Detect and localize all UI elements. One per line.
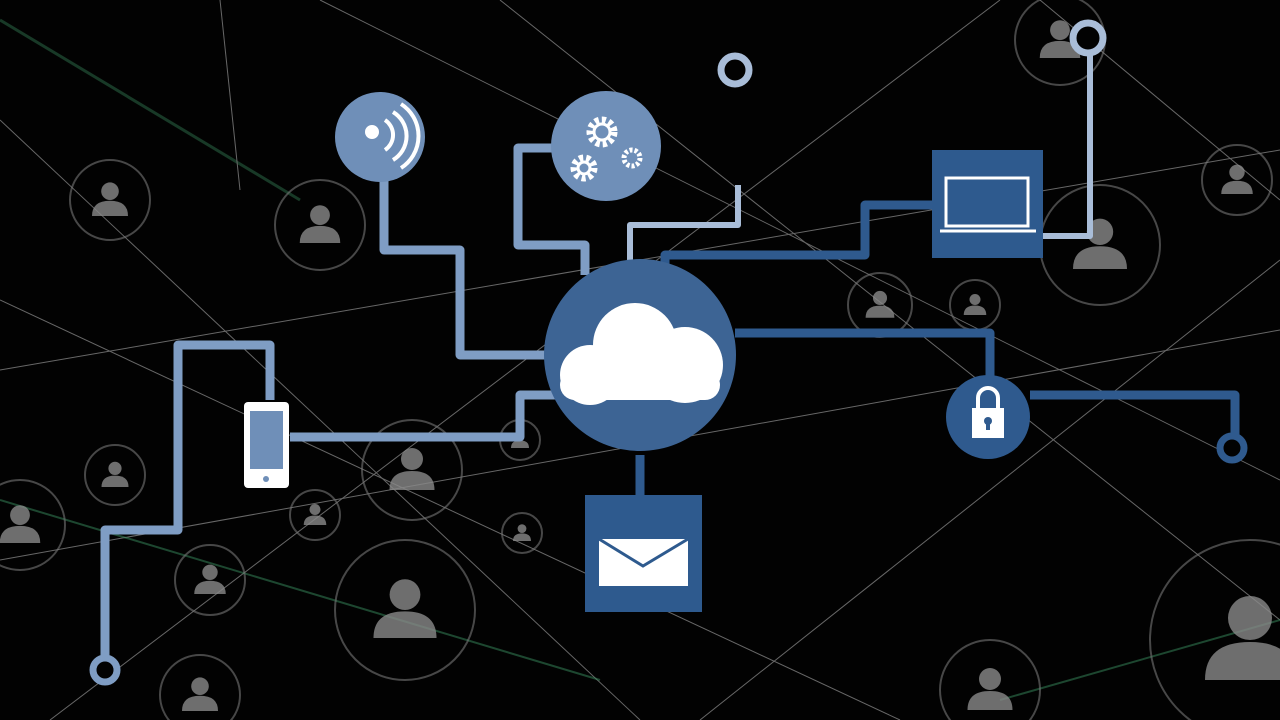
cloud-hub <box>544 259 736 451</box>
ring-terminal <box>1216 432 1248 464</box>
user-icon <box>289 489 341 541</box>
ring-terminal <box>1069 19 1107 57</box>
user-icon <box>174 544 246 616</box>
user-icon <box>847 272 913 338</box>
gears-icon <box>570 116 643 182</box>
user-icon <box>1039 184 1161 306</box>
wifi-icon <box>365 102 421 170</box>
user-icon <box>939 639 1041 720</box>
lock-node <box>946 375 1030 459</box>
wifi-node <box>335 92 425 182</box>
mail-icon <box>598 537 689 586</box>
connector-lines <box>100 50 1240 658</box>
user-icon <box>949 279 1001 331</box>
laptop-icon <box>940 176 1036 233</box>
cloud-icon <box>560 303 723 405</box>
user-icon <box>361 419 463 521</box>
user-icon <box>1201 144 1273 216</box>
user-icon <box>334 539 476 681</box>
user-icon <box>84 444 146 506</box>
mail-node <box>585 495 702 612</box>
smartphone-icon <box>244 402 289 488</box>
user-icon <box>0 479 66 571</box>
user-icon <box>69 159 151 241</box>
ring-terminal <box>717 52 753 88</box>
user-icon <box>159 654 241 720</box>
ring-terminal <box>89 654 121 686</box>
gears-node <box>551 91 661 201</box>
user-icon <box>1149 539 1280 720</box>
laptop-node <box>932 150 1043 258</box>
user-icon <box>501 512 543 554</box>
end-rings <box>89 19 1248 686</box>
lock-icon <box>972 386 1004 438</box>
user-icon <box>274 179 366 271</box>
